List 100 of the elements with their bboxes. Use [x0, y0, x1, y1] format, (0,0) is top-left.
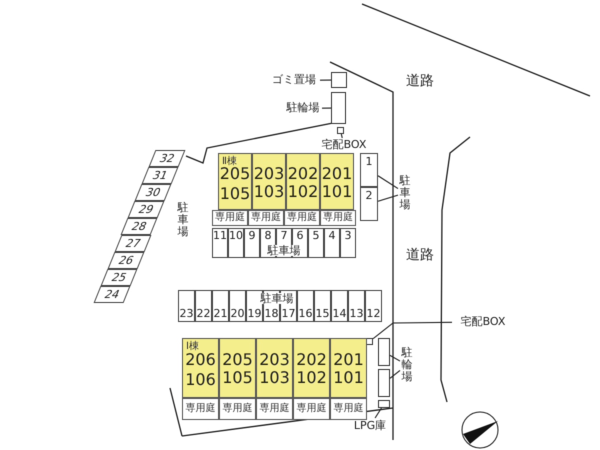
parking-space	[331, 290, 348, 322]
private-garden	[219, 398, 256, 420]
room-number: 201	[333, 352, 364, 368]
storage-box	[331, 92, 346, 124]
garden-label: 専用庭	[323, 213, 353, 223]
room-number: 205	[220, 166, 250, 182]
apartment-unit	[286, 153, 320, 210]
storage-box	[378, 400, 390, 408]
room-number: 206	[185, 352, 216, 368]
private-garden	[256, 398, 293, 420]
parking-space	[229, 290, 246, 322]
building-name: Ⅱ棟	[222, 157, 237, 167]
space-number: 6	[296, 229, 304, 242]
parking-space	[360, 153, 378, 187]
parking-space	[195, 290, 212, 322]
garden-label: 専用庭	[186, 404, 216, 414]
leader-line	[340, 134, 343, 138]
area-label: 道路	[406, 74, 434, 88]
area-label: 駐車場	[268, 245, 300, 256]
space-number: 20	[230, 307, 244, 320]
parking-space	[100, 269, 138, 286]
space-number: 28	[130, 220, 150, 233]
space-number: 10	[229, 229, 243, 242]
leader-line	[390, 354, 400, 362]
parking-space	[120, 218, 158, 235]
room-number: 203	[259, 352, 290, 368]
parking-space	[348, 290, 365, 322]
space-number: 27	[122, 237, 142, 250]
area-label: 駐車場	[178, 202, 188, 238]
room-number: 103	[254, 184, 284, 200]
space-number: 26	[116, 254, 136, 267]
room-number: 101	[333, 370, 364, 386]
space-number: 30	[144, 186, 163, 199]
parking-space	[212, 290, 229, 322]
private-garden	[248, 210, 284, 226]
private-garden	[320, 210, 356, 226]
area-label: 駐車場	[400, 174, 410, 212]
room-number: 202	[288, 166, 318, 182]
parking-space	[178, 290, 195, 322]
space-number: 22	[196, 307, 210, 320]
garden-label: 専用庭	[260, 404, 290, 414]
storage-box	[337, 127, 344, 134]
apartment-unit	[182, 338, 219, 398]
parking-space	[324, 228, 340, 258]
private-garden	[212, 210, 248, 226]
space-number: 25	[109, 271, 128, 284]
space-number: 23	[180, 307, 194, 320]
room-number: 106	[185, 372, 216, 388]
area-label: 道路	[406, 248, 434, 262]
apartment-unit	[320, 153, 354, 210]
garden-label: 専用庭	[251, 213, 281, 223]
parking-space	[314, 290, 331, 322]
parking-space	[308, 228, 324, 258]
parking-space	[142, 167, 179, 184]
storage-box	[378, 369, 390, 397]
leader-line	[320, 80, 331, 81]
parking-space	[93, 286, 130, 303]
space-number: 1	[366, 155, 372, 168]
space-number: 7	[280, 229, 288, 242]
space-number: 13	[350, 307, 364, 320]
space-number: 21	[214, 307, 228, 320]
room-number: 205	[222, 352, 253, 368]
parking-space	[128, 201, 165, 218]
garden-label: 専用庭	[287, 213, 317, 223]
leader-line	[378, 175, 398, 189]
room-number: 201	[322, 166, 352, 182]
parking-space	[114, 235, 151, 252]
space-number: 19	[248, 307, 262, 320]
space-number: 32	[157, 152, 177, 165]
space-number: 4	[328, 229, 336, 242]
room-number: 105	[220, 186, 250, 202]
parking-space	[212, 228, 228, 258]
area-label: 宅配BOX	[460, 314, 506, 330]
parking-space	[107, 252, 144, 269]
parking-space	[134, 184, 172, 201]
room-number: 101	[322, 184, 352, 200]
garden-label: 専用庭	[334, 404, 364, 414]
area-label: LPG庫	[354, 418, 386, 434]
area-label: 宅配BOX	[322, 137, 366, 154]
parking-space	[228, 228, 244, 258]
garden-label: 専用庭	[296, 404, 326, 414]
space-number: 31	[150, 169, 170, 182]
space-number: 2	[366, 189, 372, 202]
area-label: 駐輪場	[402, 346, 412, 384]
garden-label: 専用庭	[222, 404, 252, 414]
parking-space	[360, 187, 378, 221]
room-number: 103	[259, 370, 290, 386]
space-number: 3	[344, 229, 352, 242]
apartment-unit	[330, 338, 367, 398]
apartment-unit	[252, 153, 286, 210]
garden-label: 専用庭	[215, 213, 245, 223]
space-number: 12	[366, 307, 380, 320]
space-number: 15	[316, 307, 330, 320]
room-number: 202	[296, 352, 327, 368]
space-number: 11	[213, 229, 227, 242]
space-number: 8	[264, 229, 272, 242]
leader-line	[372, 322, 452, 340]
space-number: 16	[298, 307, 312, 320]
room-number: 105	[222, 370, 253, 386]
leader-line	[390, 370, 400, 379]
